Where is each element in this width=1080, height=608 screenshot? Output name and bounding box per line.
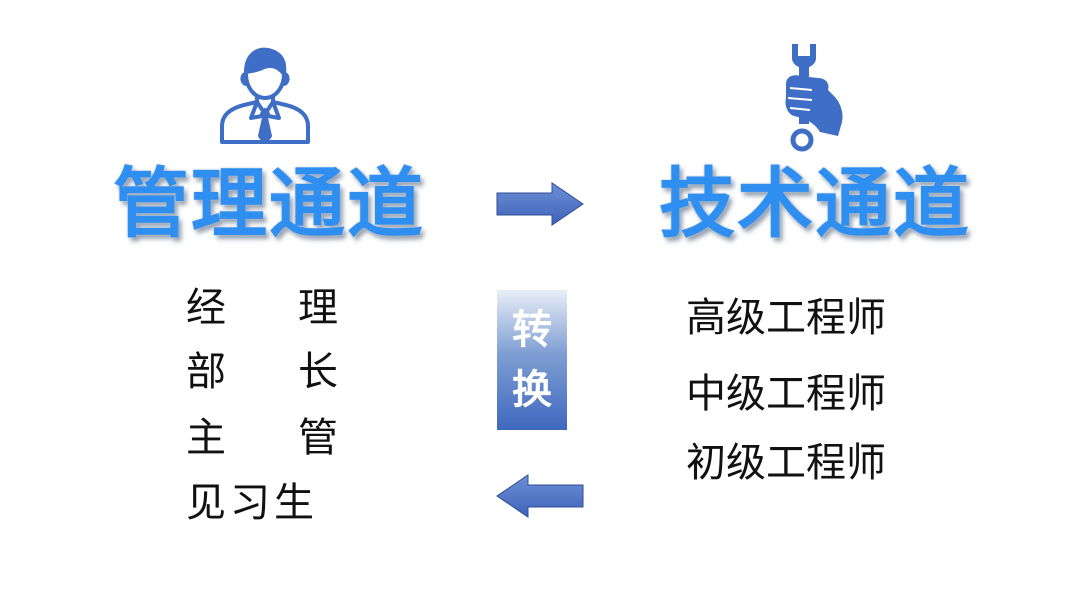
technical-channel-title: 技术通道 xyxy=(658,159,971,248)
management-role-manager: 经 理 xyxy=(186,285,338,331)
technical-role-junior: 初级工程师 xyxy=(686,440,886,486)
switch-char-1: 转 xyxy=(512,307,552,353)
management-role-minister: 部 长 xyxy=(186,349,338,395)
manager-person-icon xyxy=(220,47,310,144)
switch-char-2: 换 xyxy=(512,367,552,413)
management-role-trainee: 见习生 xyxy=(186,480,318,526)
technical-role-intermediate: 中级工程师 xyxy=(686,371,886,417)
switch-box: 转 换 xyxy=(497,290,567,430)
wrench-hand-icon xyxy=(785,44,843,152)
technical-role-senior: 高级工程师 xyxy=(686,295,886,341)
management-channel-title: 管理通道 xyxy=(112,159,425,248)
left-arrow-icon xyxy=(496,474,584,518)
right-arrow-icon xyxy=(496,182,584,226)
management-role-supervisor: 主 管 xyxy=(186,415,338,461)
